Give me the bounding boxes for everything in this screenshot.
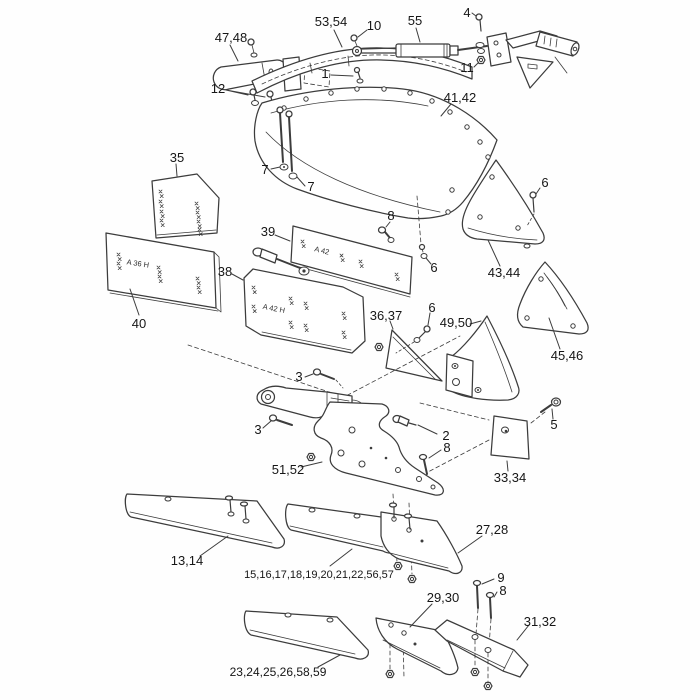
plate-38-marking: A 42 H: [262, 302, 286, 315]
label-plate-39: 39: [261, 224, 275, 239]
part-share-main: 15,16,17,18,19,20,21,22,56,57: [244, 503, 400, 581]
label-landside-plate: 33,34: [494, 470, 527, 485]
part-wing-45-46: 45,46: [516, 261, 589, 363]
part-point-31-32: 9 8 31,32: [434, 570, 557, 691]
label-share-bottom: 23,24,25,26,58,59: [230, 665, 327, 679]
part-brace-36-37: 36,37 6: [370, 300, 443, 382]
label-bolt-6-moldboard: 6: [430, 260, 437, 275]
part-hinge-bracket: 4 11: [460, 5, 580, 89]
label-bolt-7-left: 7: [261, 162, 268, 177]
part-landside-33-34: 33,34 5: [419, 397, 562, 485]
part-moldboard-41-42: 41,42: [253, 86, 498, 245]
label-share-main: 15,16,17,18,19,20,21,22,56,57: [244, 569, 394, 581]
part-turnbuckle-55: 55 10: [350, 13, 488, 58]
label-plate-35: 35: [170, 150, 184, 165]
label-bolt-3-lower: 3: [254, 422, 261, 437]
label-beam-bolt: 10: [367, 18, 381, 33]
label-brace: 36,37: [370, 308, 403, 323]
part-share-bottom: 23,24,25,26,58,59: [230, 610, 369, 679]
label-bolt-8-frog: 8: [443, 440, 450, 455]
label-moldboard: 41,42: [444, 90, 477, 105]
label-bolt-6-brace: 6: [428, 300, 435, 315]
part-plate-38: A 42 H 38: [218, 264, 366, 354]
part-plate-35: 35: [151, 150, 220, 239]
label-handle-bolts: 12: [211, 81, 225, 96]
part-bolts-7: 7 7: [261, 106, 315, 194]
plate-39-marking: A 42: [314, 244, 331, 256]
part-beam-53-54: 53,54 1: [251, 14, 473, 94]
label-shin: 49,50: [440, 315, 473, 330]
part-share-13-14: 13,14: [124, 493, 286, 568]
part-share-27-28: 27,28: [380, 493, 509, 584]
label-hinge-nut: 11: [460, 60, 474, 75]
label-bolt-2: 2: [442, 428, 449, 443]
part-plate-40: A 36 H 40: [105, 232, 222, 331]
label-bolt-6-fin: 6: [541, 175, 548, 190]
label-bolt-8-point: 8: [499, 583, 506, 598]
label-fin: 43,44: [488, 265, 521, 280]
part-shin-49-50: 49,50: [440, 315, 520, 401]
label-bolt-8-moldboard: 8: [387, 208, 394, 223]
label-bolt-5: 5: [550, 417, 557, 432]
label-wing: 45,46: [551, 348, 584, 363]
label-handle: 47,48: [215, 30, 248, 45]
label-share-27-28: 27,28: [476, 522, 509, 537]
label-hinge-bolt: 4: [463, 5, 470, 20]
label-bolt-3-upper: 3: [295, 369, 302, 384]
label-plate-38: 38: [218, 264, 232, 279]
label-plate-40: 40: [132, 316, 146, 331]
label-point-31-32: 31,32: [524, 614, 557, 629]
label-share-29-30: 29,30: [427, 590, 460, 605]
label-share-13-14: 13,14: [171, 553, 204, 568]
part-plate-39: A 42 39: [252, 224, 413, 298]
part-bolt-8-moldboard: 8 6: [377, 208, 438, 275]
label-bolt-9-point: 9: [497, 570, 504, 585]
label-bolt-7-right: 7: [307, 179, 314, 194]
label-turnbuckle: 55: [408, 13, 422, 28]
label-beam: 53,54: [315, 14, 348, 29]
label-frog: 51,52: [272, 462, 305, 477]
plate-40-marking: A 36 H: [126, 257, 150, 269]
part-frog-51-52: 51,52 2 8: [272, 401, 451, 496]
part-handle-47-48: 47,48 12: [211, 30, 331, 108]
part-fin-43-44: 6 43,44: [461, 159, 549, 280]
label-beam-pin: 1: [321, 66, 328, 81]
